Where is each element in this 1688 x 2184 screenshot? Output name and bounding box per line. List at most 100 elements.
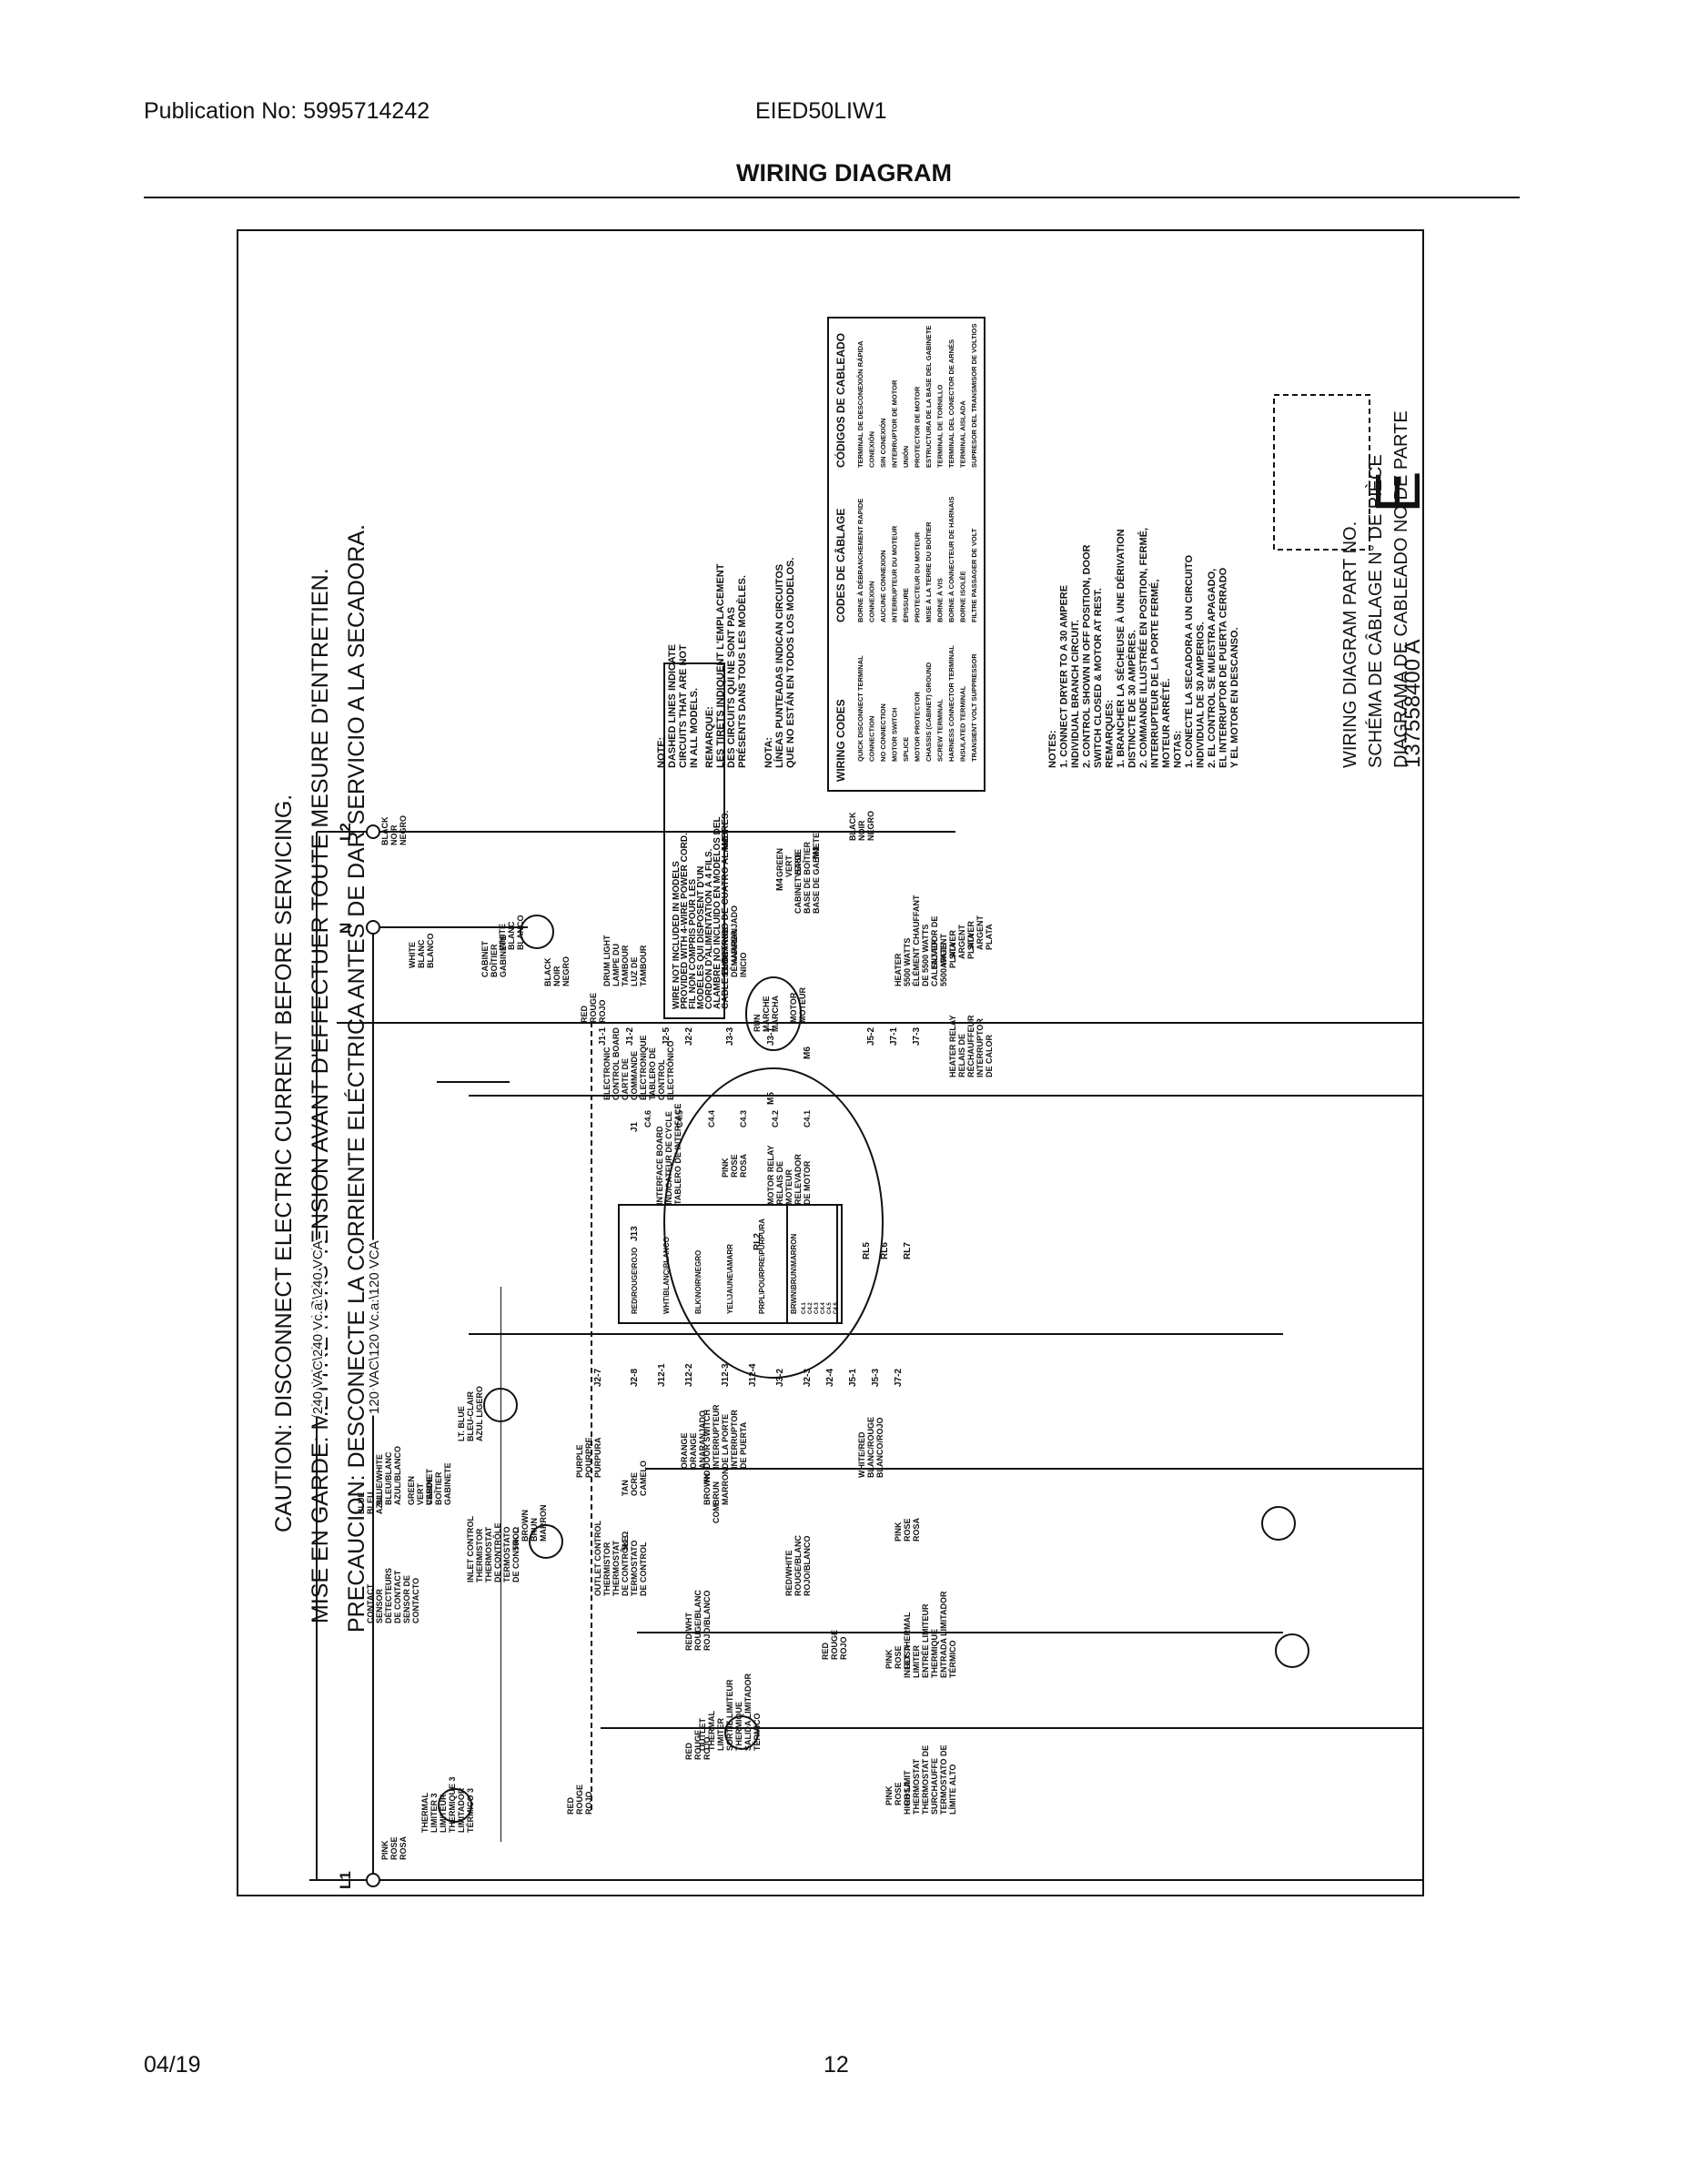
dashed-note-line: PRÉSENTS DANS TOUS LES MODÈLES.: [736, 575, 748, 768]
label-heater: DE 5500 WATTS: [921, 925, 930, 986]
label-black-l2: NOIR: [389, 824, 399, 845]
dashed-note-line: LÍNEAS PUNTEADAS INDICAN CIRCUITOS: [773, 564, 785, 768]
label-pink-il: ROSE: [894, 1645, 903, 1669]
codes-cell: CONEXIÓN: [868, 431, 876, 468]
connector-label-j53: J5-3: [871, 1369, 881, 1387]
label-lt-blue: BLEU-CLAIR: [466, 1391, 475, 1441]
label-drum-light: TAMBOUR: [621, 945, 630, 986]
connector-label-j11: J1-1: [598, 1027, 608, 1046]
label-inlet-limiter: ENTRÉE LIMITEUR: [921, 1603, 930, 1678]
label-purple: POURPRE: [584, 1437, 593, 1478]
connector-label-j12: J1-2: [625, 1027, 635, 1046]
install-note-line: 2. CONTROL SHOWN IN OFF POSITION, DOOR: [1082, 544, 1093, 768]
connector-label-m4: M4: [775, 878, 785, 891]
label-black-j11: NOIR: [552, 966, 561, 986]
label-high-limit: TERMOSTATO DE: [939, 1745, 948, 1815]
label-black-j11: BLACK: [543, 957, 552, 986]
label-pink-m5: PINK: [721, 1158, 730, 1178]
footer-page-number: 12: [824, 2052, 849, 2078]
label-inlet-thermistor: DE CONTROL: [511, 1528, 521, 1582]
label-silver-1: PLATA: [948, 942, 957, 968]
connector-label-j73: J7-3: [912, 1027, 922, 1046]
label-orange-m6: ANARANJADO: [730, 905, 739, 964]
note-box-line: FIL NON COMPRIS POUR LES: [688, 879, 698, 1009]
label-thermal-limiter3: THERMIQUE 3: [448, 1776, 457, 1833]
codes-cell: ÉPISSURE: [902, 588, 910, 622]
label-start: INICIO: [739, 952, 748, 977]
label-black-m1: BLACK: [848, 812, 857, 841]
codes-cell: NO CONNECTION: [879, 703, 887, 762]
connector-label-j51: J5-1: [848, 1369, 858, 1387]
connector-label-j124: J12-4: [748, 1363, 758, 1387]
label-white-n: BLANCO: [426, 934, 435, 969]
label-orange-m6: ORANGE: [721, 927, 730, 964]
label-motor-relay: MOTEUR: [784, 1169, 793, 1205]
label-high-limit: THERMOSTAT: [912, 1758, 921, 1815]
label-high-limit: LÍMITE ALTO: [948, 1764, 957, 1815]
label-red-l1: ROJO: [584, 1791, 593, 1815]
connector-label-m2: M2: [721, 837, 731, 850]
label-purple: PURPURA: [593, 1437, 602, 1478]
label-black-l2: BLACK: [380, 816, 389, 845]
j1-pin-label: C4.5: [675, 1110, 684, 1127]
high-limit-symbol: [1261, 1506, 1296, 1541]
connector-label-m6: M6: [803, 1046, 813, 1059]
label-pink-il2: ROSA: [912, 1517, 921, 1542]
install-note-line: MOTEUR ARRÊTÉ.: [1160, 678, 1172, 768]
connector-label-j25: J2-5: [662, 1027, 672, 1046]
install-note-line: EL INTERRUPTOR DE PUERTA CERRADO: [1218, 567, 1229, 768]
thermal-limiter-3-symbol: [438, 1788, 472, 1823]
inlet-thermistor-symbol: [529, 1524, 563, 1559]
label-white-top: WHITE: [498, 924, 507, 950]
note-box-line: ALAMBRE NO INCLUIDO EN MODELOS DEL: [713, 816, 723, 1009]
label-motor: MOTEUR: [798, 987, 807, 1023]
label-cabinet-top: GABINETE: [499, 935, 508, 977]
label-cabinet-base: BASE DE BOÎTIER: [802, 841, 812, 914]
diagram-frame: [237, 229, 1424, 1896]
connector-label-m5: M5: [766, 1092, 776, 1105]
codes-cell: INTERRUPTOR DE MOTOR: [891, 379, 899, 468]
label-pink-m5: ROSA: [739, 1153, 748, 1178]
label-orange-door: ANARANJADO: [698, 1410, 707, 1469]
label-heater-relay: RÉCHAUFFEUR: [966, 1015, 975, 1077]
connector-label-rl6: RL6: [880, 1242, 890, 1259]
label-pink-hl: PINK: [884, 1785, 894, 1805]
label-outlet-limiter: LIMITER: [716, 1718, 725, 1751]
label-contact-sensor: CONTACTO: [411, 1578, 420, 1623]
label-silver-2: ARGENT: [957, 924, 966, 959]
install-note-line: REMARQUES:: [1105, 700, 1116, 768]
label-outlet-limiter: SALIDA LIMITADOR: [743, 1673, 753, 1751]
connector-label-rl2: RL2: [753, 1233, 763, 1250]
codes-cell: FILTRE PASSAGER DE VOLT: [970, 528, 978, 622]
label-inlet-thermistor: DE CONTRÔLE: [492, 1522, 502, 1582]
label-heater: 5500 WATS: [939, 943, 948, 986]
label-cabinet-mid: GABINETE: [443, 1462, 452, 1505]
dashed-note-line: QUE NO ESTÁN EN TODOS LOS MODELOS.: [784, 558, 796, 768]
connector-label-rl5: RL5: [862, 1242, 872, 1259]
note-box-line: MODÈLES QUI DISPOSENT D'UN: [694, 866, 706, 1009]
label-ecb: COMMANDE: [630, 1051, 639, 1100]
label-red-olimit: RED: [684, 1742, 693, 1760]
dashed-note-line: NOTE:: [656, 737, 667, 768]
install-note-line: DISTINCTE DE 30 AMPÈRES.: [1127, 630, 1138, 768]
label-outlet-limiter: TÉRMICO: [753, 1714, 762, 1752]
install-note-line: Y EL MOTOR EN DESCANSO.: [1229, 627, 1240, 768]
label-tan: CAMELO: [639, 1461, 648, 1496]
codes-cell: INSULATED TERMINAL: [959, 685, 967, 762]
label-red-j12: ROUGE: [589, 993, 598, 1023]
label-green-cab: GREEN: [407, 1476, 416, 1505]
label-silver-2: PLATA: [966, 933, 975, 959]
dashed-note-line: NOTA:: [763, 737, 774, 768]
label-pink-il2: ROSE: [903, 1518, 912, 1542]
label-white-top: BLANC: [507, 921, 516, 950]
label-cabinet-base: BASE DE GABINETE: [812, 833, 821, 914]
label-drum-light: LUZ DE: [630, 957, 639, 987]
label-cabinet-mid: CABINET: [425, 1468, 434, 1505]
label-contact-sensor: DE CONTACT: [393, 1570, 402, 1623]
label-inlet-limiter: THERMIQUE: [930, 1629, 939, 1678]
dashed-note-line: DASHED LINES INDICATE: [667, 644, 678, 768]
label-interface-board: INTERFACE BOARD: [655, 1126, 664, 1205]
label-silver-1: ARGENT: [939, 933, 948, 968]
label-black-j11: NEGRO: [561, 956, 571, 986]
